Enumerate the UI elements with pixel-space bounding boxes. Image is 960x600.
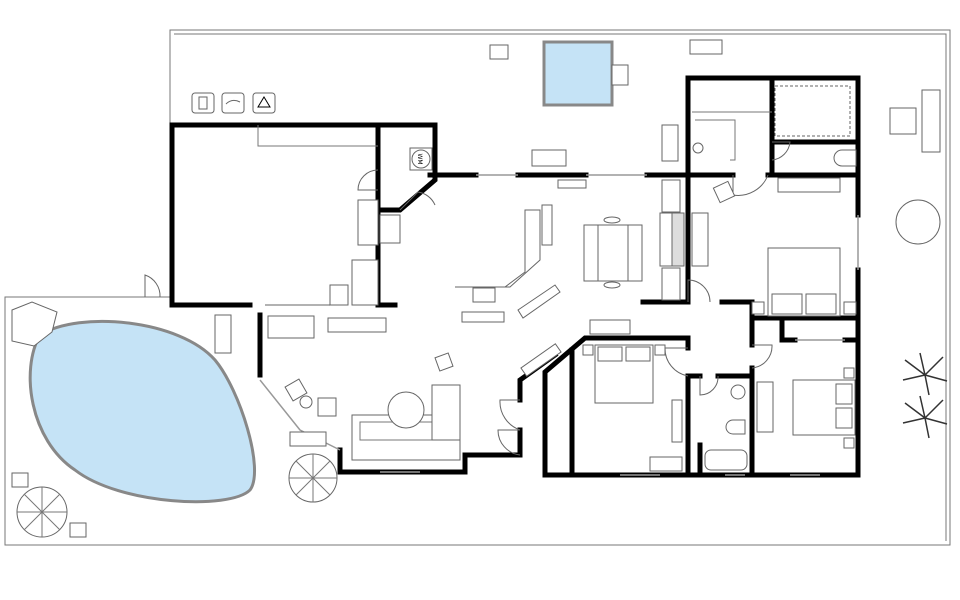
sideboard <box>327 317 387 333</box>
doors <box>144 141 791 456</box>
dining-table <box>583 216 643 289</box>
garage-cabinet <box>329 284 349 306</box>
console <box>520 343 562 377</box>
shower <box>774 85 851 137</box>
plunge-pool <box>542 40 614 107</box>
bench <box>589 319 631 335</box>
pool-step <box>611 64 629 86</box>
round-table <box>895 199 941 245</box>
recycle-icon <box>252 92 276 114</box>
living-sofa <box>351 384 461 461</box>
chair <box>69 522 87 538</box>
toilet <box>725 419 746 435</box>
washer-label: WM <box>416 153 423 164</box>
tv-console <box>691 212 709 267</box>
plant-icon <box>902 352 948 396</box>
sink <box>730 384 746 400</box>
outdoor-chair <box>489 44 509 60</box>
fireplace <box>671 212 685 267</box>
armchair <box>284 378 308 402</box>
bedroom-2-bed <box>582 344 666 404</box>
dresser <box>777 177 841 193</box>
washing-machine: WM <box>409 147 433 171</box>
side-table <box>299 395 313 409</box>
desk <box>671 399 683 443</box>
garage-shelf <box>257 125 378 147</box>
armchair <box>661 267 681 301</box>
sun-lounger <box>214 314 232 354</box>
chair <box>712 180 736 204</box>
desk <box>756 381 774 433</box>
garage-cabinet <box>357 199 379 246</box>
walls <box>169 75 861 478</box>
swimming-pool <box>28 319 256 504</box>
vanity <box>692 111 772 161</box>
umbrella <box>288 453 338 503</box>
master-bed <box>751 247 857 317</box>
hearth <box>659 212 673 267</box>
chair <box>434 352 454 372</box>
media-unit <box>267 315 315 339</box>
property-boundary-inner <box>174 33 947 541</box>
sun-lounger <box>289 431 327 447</box>
bathtub <box>704 449 748 471</box>
compost-icon <box>221 92 245 114</box>
sink <box>692 142 704 154</box>
dresser <box>649 456 683 472</box>
outdoor-sofa <box>689 39 723 55</box>
toilet <box>833 149 857 167</box>
umbrella <box>16 486 68 538</box>
rocks <box>11 301 58 347</box>
garage-cabinet <box>351 259 379 306</box>
laundry-counter <box>379 214 401 244</box>
outdoor-sofa <box>921 89 941 153</box>
armchair <box>317 397 337 417</box>
armchair <box>661 179 681 213</box>
outdoor-table <box>889 107 917 135</box>
chair <box>11 472 29 488</box>
windows <box>259 174 859 476</box>
bedroom-3-bed <box>792 367 856 449</box>
trash-icon <box>191 92 215 114</box>
plant-icon <box>902 395 948 439</box>
outdoor-sofa <box>661 124 679 162</box>
kitchen <box>455 179 587 323</box>
outdoor-sofa <box>531 149 567 167</box>
